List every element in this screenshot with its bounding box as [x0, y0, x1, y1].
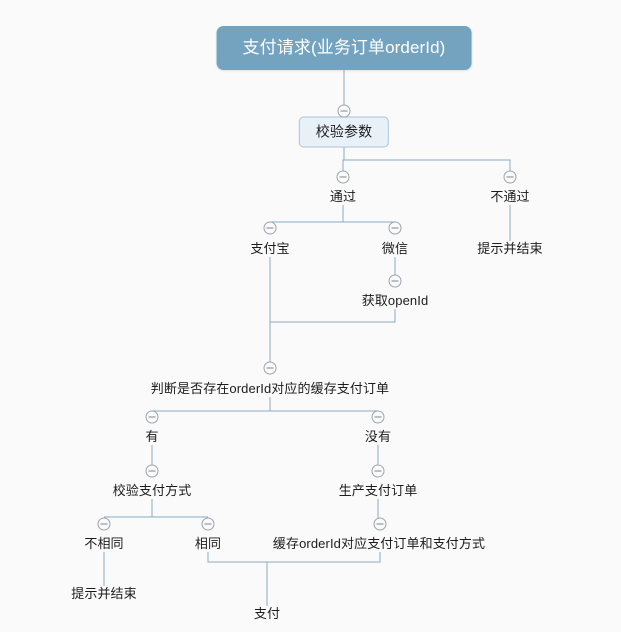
collapse-minus-circle-icon[interactable] — [145, 410, 159, 424]
collapse-minus-circle-icon[interactable] — [263, 361, 277, 375]
collapse-minus-circle-icon[interactable] — [263, 221, 277, 235]
collapse-minus-circle-icon[interactable] — [371, 464, 385, 478]
edge-pass-to-alipay — [270, 205, 344, 223]
collapse-minus-circle-icon[interactable] — [373, 517, 387, 531]
edge-same-to-pay — [207, 552, 267, 563]
collapse-minus-circle-icon[interactable] — [388, 221, 402, 235]
root-node[interactable]: 支付请求(业务订单orderId) — [216, 26, 472, 70]
edge-validate-to-fail — [344, 159, 511, 171]
node-failend[interactable]: 提示并结束 — [477, 241, 543, 256]
node-checkpay[interactable]: 校验支付方式 — [112, 483, 192, 498]
node-validate[interactable]: 校验参数 — [298, 116, 390, 148]
node-has[interactable]: 有 — [145, 429, 159, 444]
node-genorder[interactable]: 生产支付订单 — [338, 483, 418, 498]
collapse-minus-circle-icon[interactable] — [336, 170, 350, 184]
collapse-minus-circle-icon[interactable] — [371, 410, 385, 424]
collapse-minus-circle-icon[interactable] — [145, 464, 159, 478]
collapse-minus-circle-icon[interactable] — [337, 104, 351, 118]
edge-checkpay-to-notsame — [104, 499, 153, 518]
node-pass[interactable]: 通过 — [329, 189, 357, 204]
edge-validate-to-pass — [342, 147, 345, 171]
node-none[interactable]: 没有 — [364, 429, 392, 444]
collapse-minus-circle-icon[interactable] — [388, 274, 402, 288]
node-alipay[interactable]: 支付宝 — [250, 241, 290, 256]
node-wechat[interactable]: 微信 — [381, 241, 409, 256]
node-fail[interactable]: 不通过 — [490, 189, 530, 204]
node-pay[interactable]: 支付 — [253, 606, 281, 621]
node-cacheorder[interactable]: 缓存orderId对应支付订单和支付方式 — [272, 536, 486, 551]
node-notsame[interactable]: 不相同 — [84, 536, 124, 551]
collapse-minus-circle-icon[interactable] — [201, 517, 215, 531]
edge-openid-to-merge — [270, 309, 396, 323]
node-checkcache[interactable]: 判断是否存在orderId对应的缓存支付订单 — [150, 381, 390, 396]
node-same[interactable]: 相同 — [194, 536, 222, 551]
node-openid[interactable]: 获取openId — [361, 293, 429, 308]
collapse-minus-circle-icon[interactable] — [97, 517, 111, 531]
collapse-minus-circle-icon[interactable] — [503, 170, 517, 184]
edge-checkcache-to-has — [152, 397, 271, 412]
node-notsameend[interactable]: 提示并结束 — [71, 586, 137, 601]
edge-cacheorder-to-pay — [267, 552, 381, 563]
